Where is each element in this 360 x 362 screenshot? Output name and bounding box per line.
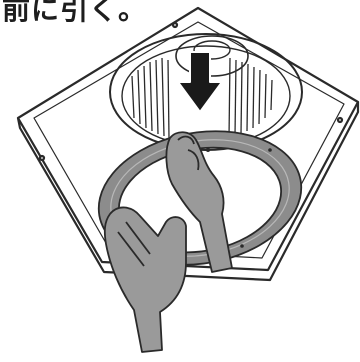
lower-gloved-hand <box>105 207 186 352</box>
